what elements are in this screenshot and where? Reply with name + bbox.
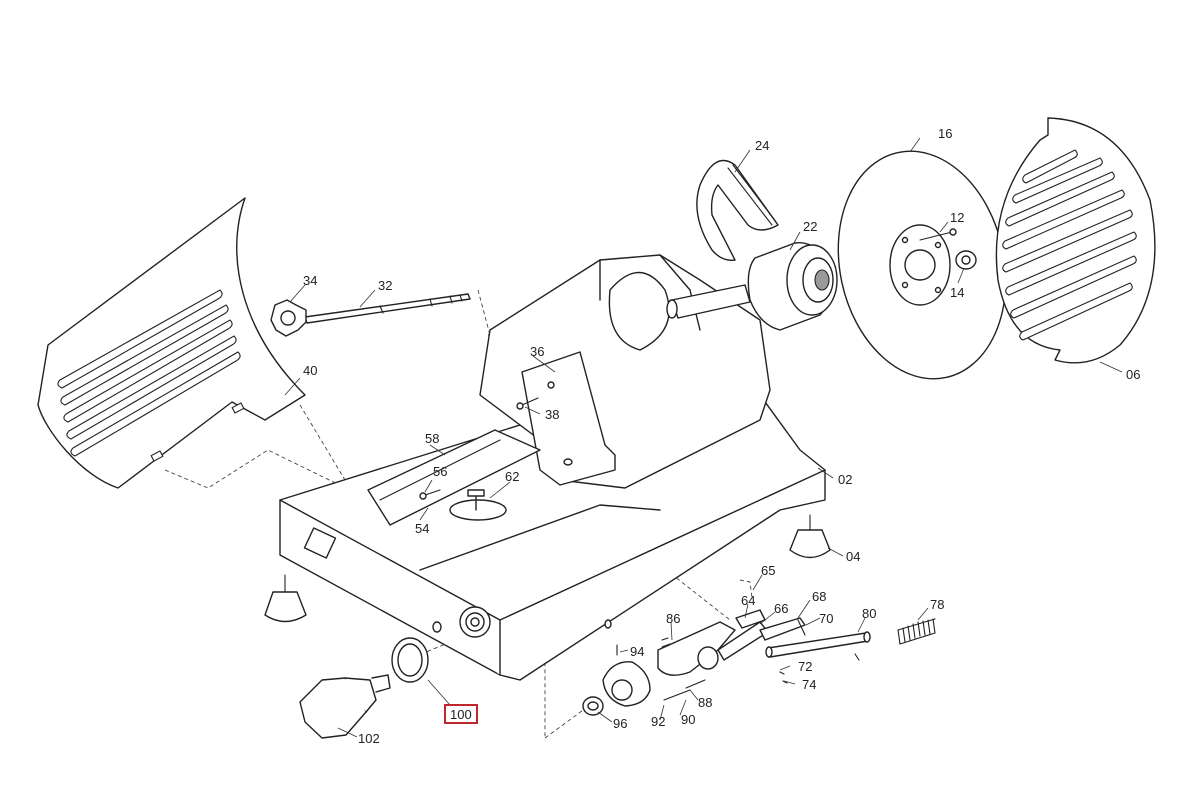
part-80-rod [765,631,871,658]
callout-64: 64 [741,593,755,608]
callout-92: 92 [651,714,665,729]
part-32-rod [304,293,471,324]
callout-90: 90 [681,712,695,727]
callout-62: 62 [505,469,519,484]
callout-32: 32 [378,278,392,293]
part-100-o-ring [391,637,429,683]
part-96-washer [582,696,604,716]
part-14-nut [955,250,977,270]
callout-34: 34 [303,273,317,288]
callout-66: 66 [774,601,788,616]
callout-78: 78 [930,597,944,612]
callout-72: 72 [798,659,812,674]
part-86-lever [657,621,736,676]
callout-56: 56 [433,464,447,479]
callout-88: 88 [698,695,712,710]
part-24-belt [696,159,779,261]
callout-94: 94 [630,644,644,659]
callout-12: 12 [950,210,964,225]
part-56-screw [419,489,441,500]
callout-80: 80 [862,606,876,621]
part-22-motor [666,241,838,331]
callout-02: 02 [838,472,852,487]
callout-86: 86 [666,611,680,626]
callout-38: 38 [545,407,559,422]
part-38-screw [516,397,539,410]
callout-14: 14 [950,285,964,300]
part-06-blade-guard [995,117,1156,364]
part-04-foot [789,514,831,559]
callout-102: 102 [358,731,380,746]
part-40-rear-guard [37,197,306,489]
callout-58: 58 [425,431,439,446]
callout-labels: 02 04 06 12 14 16 22 24 32 34 36 38 40 5… [303,126,1140,746]
part-34-knob [270,299,307,337]
callout-36: 36 [530,344,544,359]
callout-74: 74 [802,677,816,692]
callout-40: 40 [303,363,317,378]
part-16-blade [837,150,1007,380]
callout-54: 54 [415,521,429,536]
callout-16: 16 [938,126,952,141]
part-66-68-70-pins [759,617,806,641]
highlight-box-100 [444,704,478,724]
part-102-knob [299,674,391,739]
callout-100: 100 [450,707,472,722]
part-12-screw [919,228,957,241]
callout-24: 24 [755,138,769,153]
part-94-cam [602,644,651,707]
callout-22: 22 [803,219,817,234]
callout-96: 96 [613,716,627,731]
callout-06: 06 [1126,367,1140,382]
callout-65: 65 [761,563,775,578]
leader-lines [284,137,1123,738]
callout-70: 70 [819,611,833,626]
small-screws [663,653,860,701]
foot-left [264,574,307,623]
part-78-spring [897,618,936,645]
callout-04: 04 [846,549,860,564]
callout-68: 68 [812,589,826,604]
